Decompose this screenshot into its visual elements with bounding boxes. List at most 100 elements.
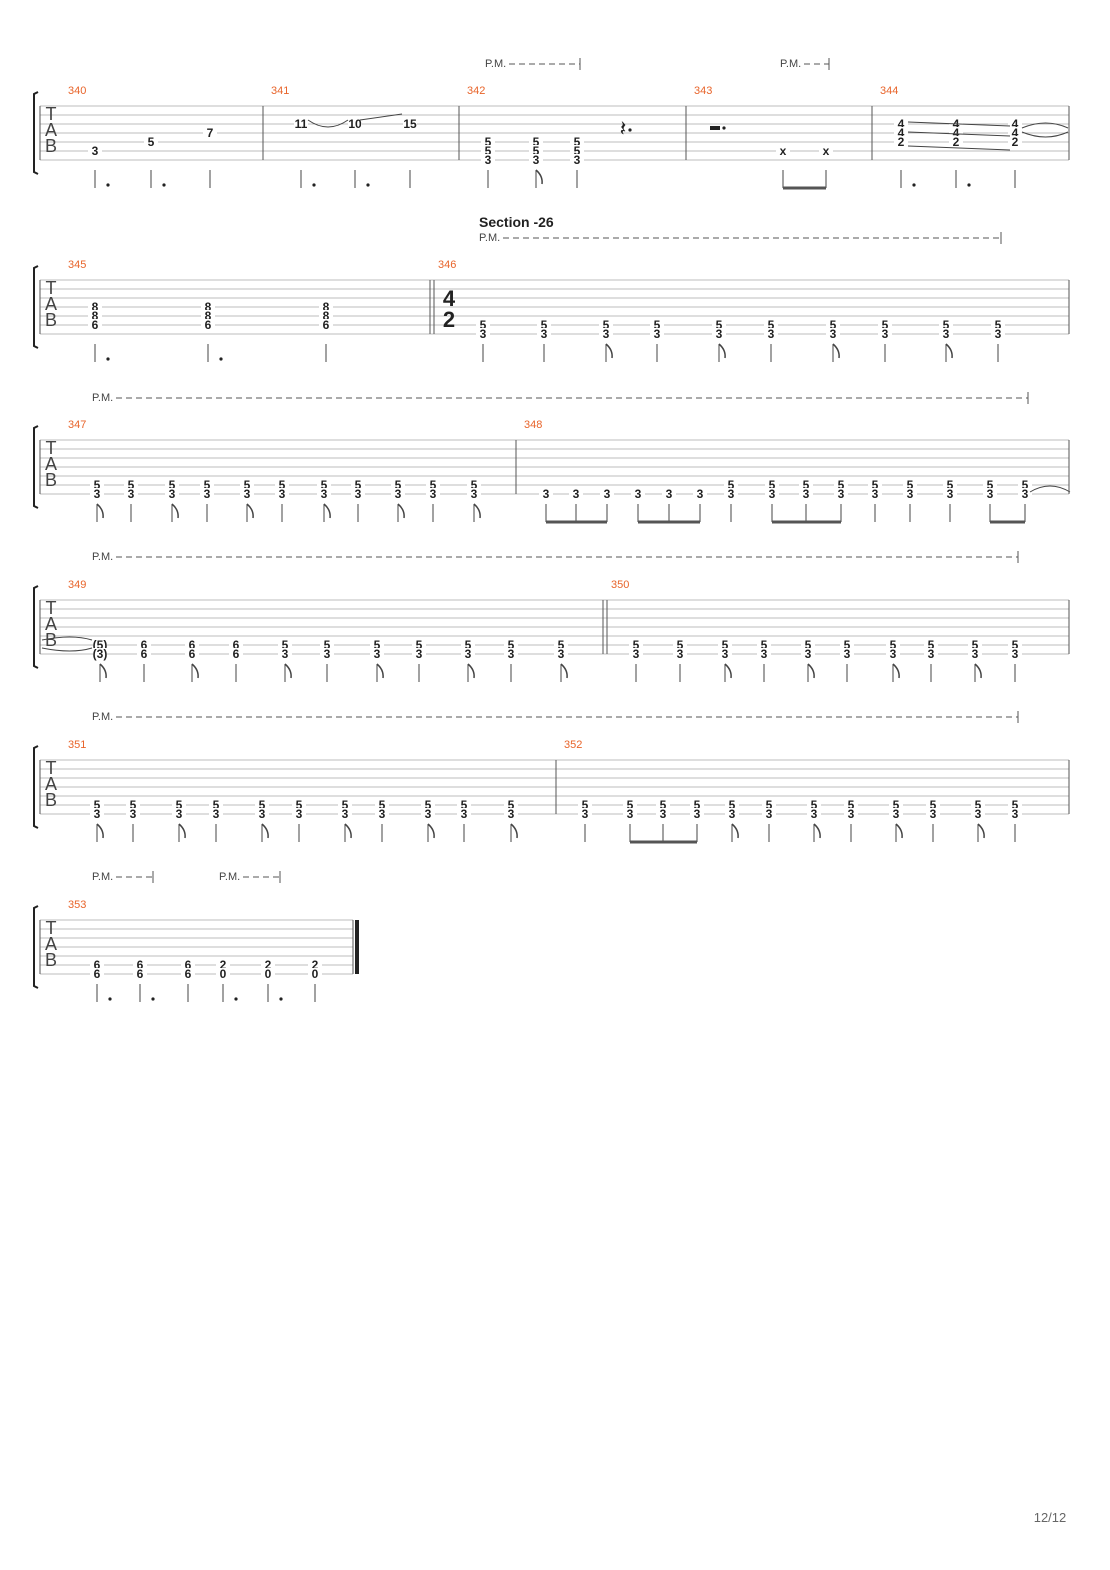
tab-note: 442 <box>949 117 971 188</box>
fret-number: 3 <box>541 327 548 341</box>
fret-bg <box>319 301 333 312</box>
fret-number: 3 <box>716 327 723 341</box>
fret-number: 4 <box>898 126 905 140</box>
duration-dot <box>366 183 370 187</box>
fret-number: 3 <box>882 327 889 341</box>
fret-number: 6 <box>323 318 330 332</box>
fret-bg <box>599 319 613 330</box>
tab-note: 53 <box>504 638 518 682</box>
fret-number: 5 <box>838 478 845 492</box>
fret-bg <box>712 328 726 339</box>
fret-bg <box>570 136 584 147</box>
fret-number: 6 <box>205 318 212 332</box>
fret-bg <box>172 799 186 810</box>
tab-note: 11 <box>294 117 316 188</box>
fret-number: 5 <box>803 478 810 492</box>
fret-bg <box>90 959 104 970</box>
tab-note: 53 <box>165 478 179 522</box>
tab-note: 53 <box>926 798 940 842</box>
duration-dot <box>312 183 316 187</box>
fret-bg <box>693 488 707 499</box>
fret-number: 3 <box>574 153 581 167</box>
fret-bg <box>569 488 583 499</box>
fret-number: 5 <box>987 478 994 492</box>
fret-bg <box>461 639 475 650</box>
fret-number: 5 <box>694 798 701 812</box>
fret-number: 3 <box>379 807 386 821</box>
fret-number: 3 <box>761 647 768 661</box>
fret-bg <box>807 799 821 810</box>
fret-number: 3 <box>728 487 735 501</box>
fret-number: 5 <box>296 798 303 812</box>
tab-note: 53 <box>1018 478 1032 522</box>
fret-number: 5 <box>603 318 610 332</box>
fret-bg <box>348 118 362 129</box>
fret-bg <box>201 319 215 330</box>
fret-number: 5 <box>471 478 478 492</box>
fret-bg <box>200 488 214 499</box>
note-flag <box>605 343 613 359</box>
note-flag <box>731 823 739 839</box>
fret-number: 3 <box>830 327 837 341</box>
fret-number: 5 <box>1012 798 1019 812</box>
fret-bg <box>229 648 243 659</box>
fret-number: 5 <box>416 638 423 652</box>
fret-bg <box>799 479 813 490</box>
fret-bg <box>90 488 104 499</box>
note-flag <box>895 823 903 839</box>
tab-clef-letter: A <box>45 454 57 474</box>
tab-note: 15 <box>403 117 417 188</box>
tab-note: 53 <box>801 638 815 682</box>
tab-note: 53 <box>629 638 643 682</box>
fret-bg <box>319 319 333 330</box>
note-flag <box>724 663 732 679</box>
fret-bg <box>926 808 940 819</box>
fret-number: 3 <box>769 487 776 501</box>
fret-bg <box>924 648 938 659</box>
tab-clef-letter: T <box>46 278 57 298</box>
fret-bg <box>943 479 957 490</box>
rest-dot <box>722 126 726 130</box>
fret-bg <box>467 488 481 499</box>
fret-bg <box>844 799 858 810</box>
fret-bg <box>1008 808 1022 819</box>
tab-note: 66 <box>181 958 195 1002</box>
fret-number: 3 <box>627 807 634 821</box>
fret-number: 5 <box>324 638 331 652</box>
fret-number: 6 <box>141 647 148 661</box>
fret-bg <box>939 328 953 339</box>
fret-bg <box>426 479 440 490</box>
fret-number: 5 <box>282 638 289 652</box>
fret-number: 5 <box>148 135 155 149</box>
fret-number: 5 <box>728 478 735 492</box>
fret-number: 6 <box>189 647 196 661</box>
fret-bg <box>181 959 195 970</box>
fret-number: 3 <box>395 487 402 501</box>
tab-clef-letter: A <box>45 294 57 314</box>
fret-number: 5 <box>508 798 515 812</box>
fret-number: 3 <box>94 487 101 501</box>
quarter-rest-icon: 𝄽 <box>620 116 627 141</box>
fret-number: 4 <box>898 117 905 131</box>
fret-bg <box>762 808 776 819</box>
fret-number: 5 <box>425 798 432 812</box>
fret-bg <box>886 639 900 650</box>
note-flag <box>467 663 475 679</box>
fret-number: 3 <box>582 807 589 821</box>
fret-bg <box>126 799 140 810</box>
tab-note: 3 <box>693 487 707 522</box>
fret-bg <box>889 808 903 819</box>
fret-number: 3 <box>204 487 211 501</box>
fret-bg <box>391 488 405 499</box>
tab-note: 53 <box>924 638 938 682</box>
fret-number: 6 <box>185 967 192 981</box>
fret-bg <box>844 808 858 819</box>
fret-bg <box>172 808 186 819</box>
fret-number: 5 <box>128 478 135 492</box>
fret-bg <box>1008 118 1022 129</box>
fret-number: 3 <box>654 327 661 341</box>
fret-number: 2 <box>220 958 227 972</box>
tab-clef-letter: A <box>45 774 57 794</box>
